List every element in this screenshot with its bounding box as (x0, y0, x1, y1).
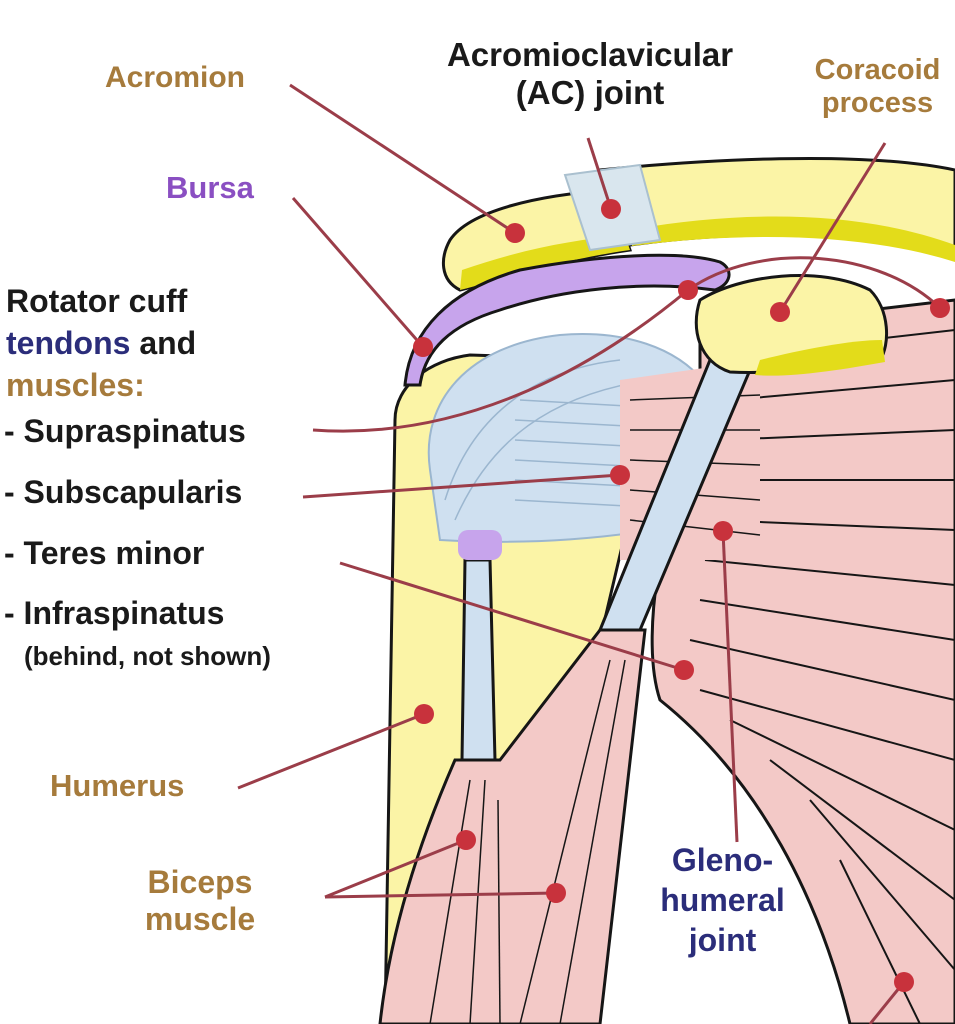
dot-glenohumeral (713, 521, 733, 541)
dot-supraspinatus (678, 280, 698, 300)
label-rotator-line2: tendons and (6, 322, 196, 364)
label-rotator-and: and (130, 325, 197, 361)
label-gleno-line1: Gleno- (671, 842, 774, 878)
biceps-long-head-tendon (460, 558, 497, 762)
dot-coracoid (770, 302, 790, 322)
label-supraspinatus: - Supraspinatus (4, 413, 246, 449)
tendon-sheath-bursa (458, 530, 502, 560)
leader-supraspinatus-a (312, 288, 689, 433)
leader-lines (237, 83, 942, 1024)
leader-glenohumeral (721, 530, 739, 843)
label-subscapularis: - Subscapularis (4, 474, 243, 510)
leader-supraspinatus-b (687, 256, 942, 310)
biceps-fibers (429, 659, 626, 1024)
label-coracoid-line1: Coracoid (814, 54, 941, 86)
dot-subscapularis (610, 465, 630, 485)
leader-biceps-a (324, 838, 467, 899)
leader-coracoid (778, 142, 887, 313)
dot-bursa (413, 337, 433, 357)
label-ac-joint: Acromioclavicular (AC) joint (415, 36, 765, 112)
dot-ac-joint (601, 199, 621, 219)
label-rotator-cuff: Rotator cuff tendons and muscles: (6, 280, 196, 406)
clavicle-shade (630, 216, 955, 262)
label-teres-minor: - Teres minor (4, 535, 205, 571)
label-gleno-line3: joint (688, 922, 757, 958)
label-infraspinatus: - Infraspinatus (4, 595, 225, 631)
label-glenohumeral: Gleno- humeral joint (640, 840, 805, 960)
dot-biceps-b (546, 883, 566, 903)
dot-teres-minor (674, 660, 694, 680)
label-biceps: Biceps muscle (120, 864, 280, 938)
label-acromion: Acromion (105, 61, 246, 94)
leader-teres-minor (339, 561, 685, 672)
label-ac-joint-line2: (AC) joint (515, 73, 665, 111)
leader-biceps-b (324, 891, 557, 899)
label-bursa: Bursa (166, 170, 254, 205)
dot-supraspinatus-muscle (930, 298, 950, 318)
label-infraspinatus-note: (behind, not shown) (24, 641, 271, 671)
label-rotator-line1: Rotator cuff (6, 283, 188, 319)
dot-biceps-a (456, 830, 476, 850)
label-rotator-tendons: tendons (6, 325, 131, 361)
leader-acromion (289, 83, 516, 235)
leader-humerus (237, 712, 425, 790)
label-rotator-line3: muscles: (6, 367, 145, 403)
label-biceps-line1: Biceps (147, 864, 253, 900)
leader-ac-joint (586, 137, 613, 210)
marker-dots (413, 199, 950, 992)
label-humerus: Humerus (50, 768, 185, 803)
label-coracoid: Coracoid process (800, 54, 955, 121)
leader-subscapularis (302, 473, 621, 499)
label-gleno-line2: humeral (660, 882, 785, 918)
label-coracoid-line2: process (821, 87, 934, 120)
dot-bottom (894, 972, 914, 992)
subacromial-bursa (403, 253, 731, 387)
dot-acromion (505, 223, 525, 243)
label-ac-joint-line1: Acromioclavicular (446, 36, 734, 73)
label-biceps-line2: muscle (144, 900, 256, 937)
leader-bursa (291, 197, 425, 348)
coracoid-shade (755, 340, 885, 376)
dot-humerus (414, 704, 434, 724)
